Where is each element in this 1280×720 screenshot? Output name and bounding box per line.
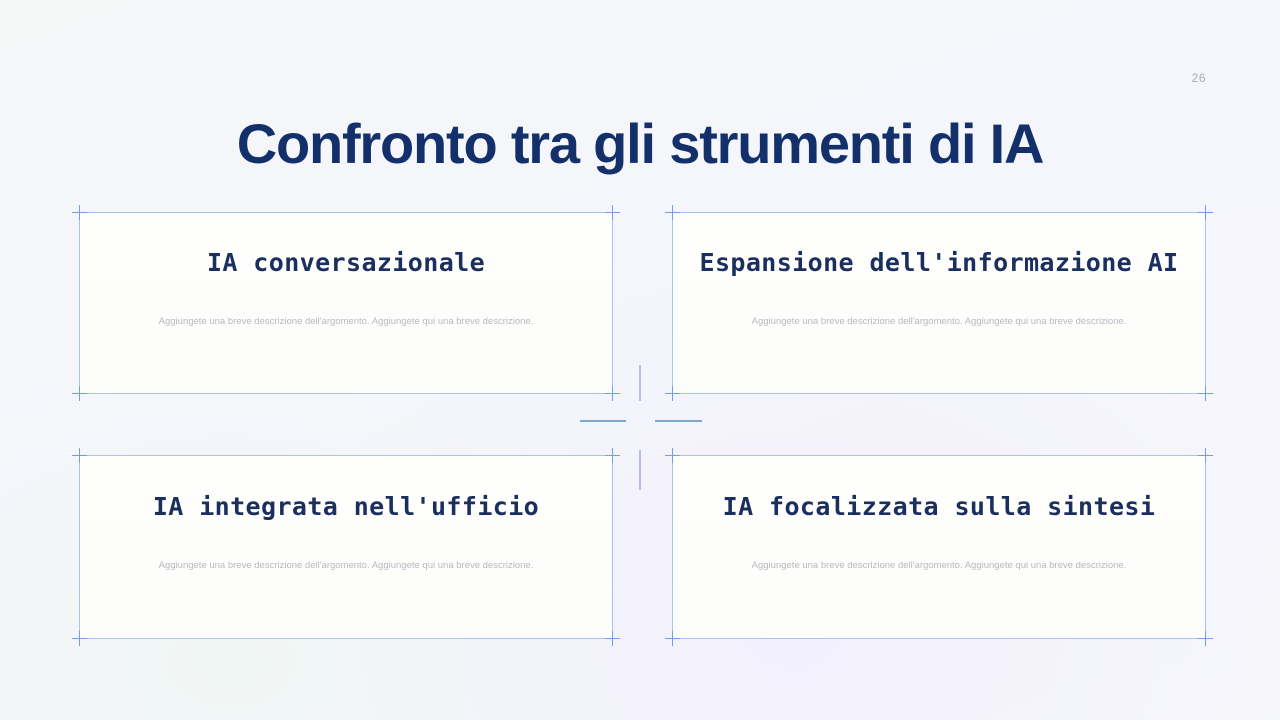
comparison-card[interactable]: IA integrata nell'ufficio Aggiungete una…	[72, 448, 620, 646]
card-title: Espansione dell'informazione AI	[699, 248, 1179, 277]
corner-plus-icon	[665, 205, 680, 220]
comparison-card-grid: IA conversazionale Aggiungete una breve …	[72, 205, 1213, 646]
card-title: IA conversazionale	[206, 248, 486, 277]
corner-plus-icon	[605, 205, 620, 220]
corner-plus-icon	[72, 448, 87, 463]
corner-plus-icon	[605, 631, 620, 646]
corner-plus-icon	[72, 205, 87, 220]
corner-plus-icon	[1198, 631, 1213, 646]
corner-plus-icon	[1198, 448, 1213, 463]
corner-plus-icon	[665, 448, 680, 463]
comparison-card[interactable]: IA focalizzata sulla sintesi Aggiungete …	[665, 448, 1213, 646]
corner-plus-icon	[72, 631, 87, 646]
corner-plus-icon	[605, 386, 620, 401]
corner-plus-icon	[1198, 205, 1213, 220]
corner-plus-icon	[665, 386, 680, 401]
page-number: 26	[1191, 71, 1206, 85]
card-title: IA integrata nell'ufficio	[152, 492, 540, 521]
card-title: IA focalizzata sulla sintesi	[722, 492, 1156, 521]
page-title: Confronto tra gli strumenti di IA	[236, 111, 1045, 175]
divider-vertical-top-segment	[639, 365, 641, 401]
divider-horizontal-right-segment	[655, 420, 702, 422]
card-description: Aggiungete una breve descrizione dell'ar…	[158, 316, 534, 327]
divider-horizontal-left-segment	[580, 420, 626, 422]
corner-plus-icon	[605, 448, 620, 463]
card-description: Aggiungete una breve descrizione dell'ar…	[751, 560, 1127, 571]
comparison-card[interactable]: IA conversazionale Aggiungete una breve …	[72, 205, 620, 401]
card-description: Aggiungete una breve descrizione dell'ar…	[751, 316, 1127, 327]
corner-plus-icon	[1198, 386, 1213, 401]
divider-vertical-bottom-segment	[639, 450, 641, 490]
corner-plus-icon	[72, 386, 87, 401]
card-description: Aggiungete una breve descrizione dell'ar…	[158, 560, 534, 571]
comparison-card[interactable]: Espansione dell'informazione AI Aggiunge…	[665, 205, 1213, 401]
corner-plus-icon	[665, 631, 680, 646]
